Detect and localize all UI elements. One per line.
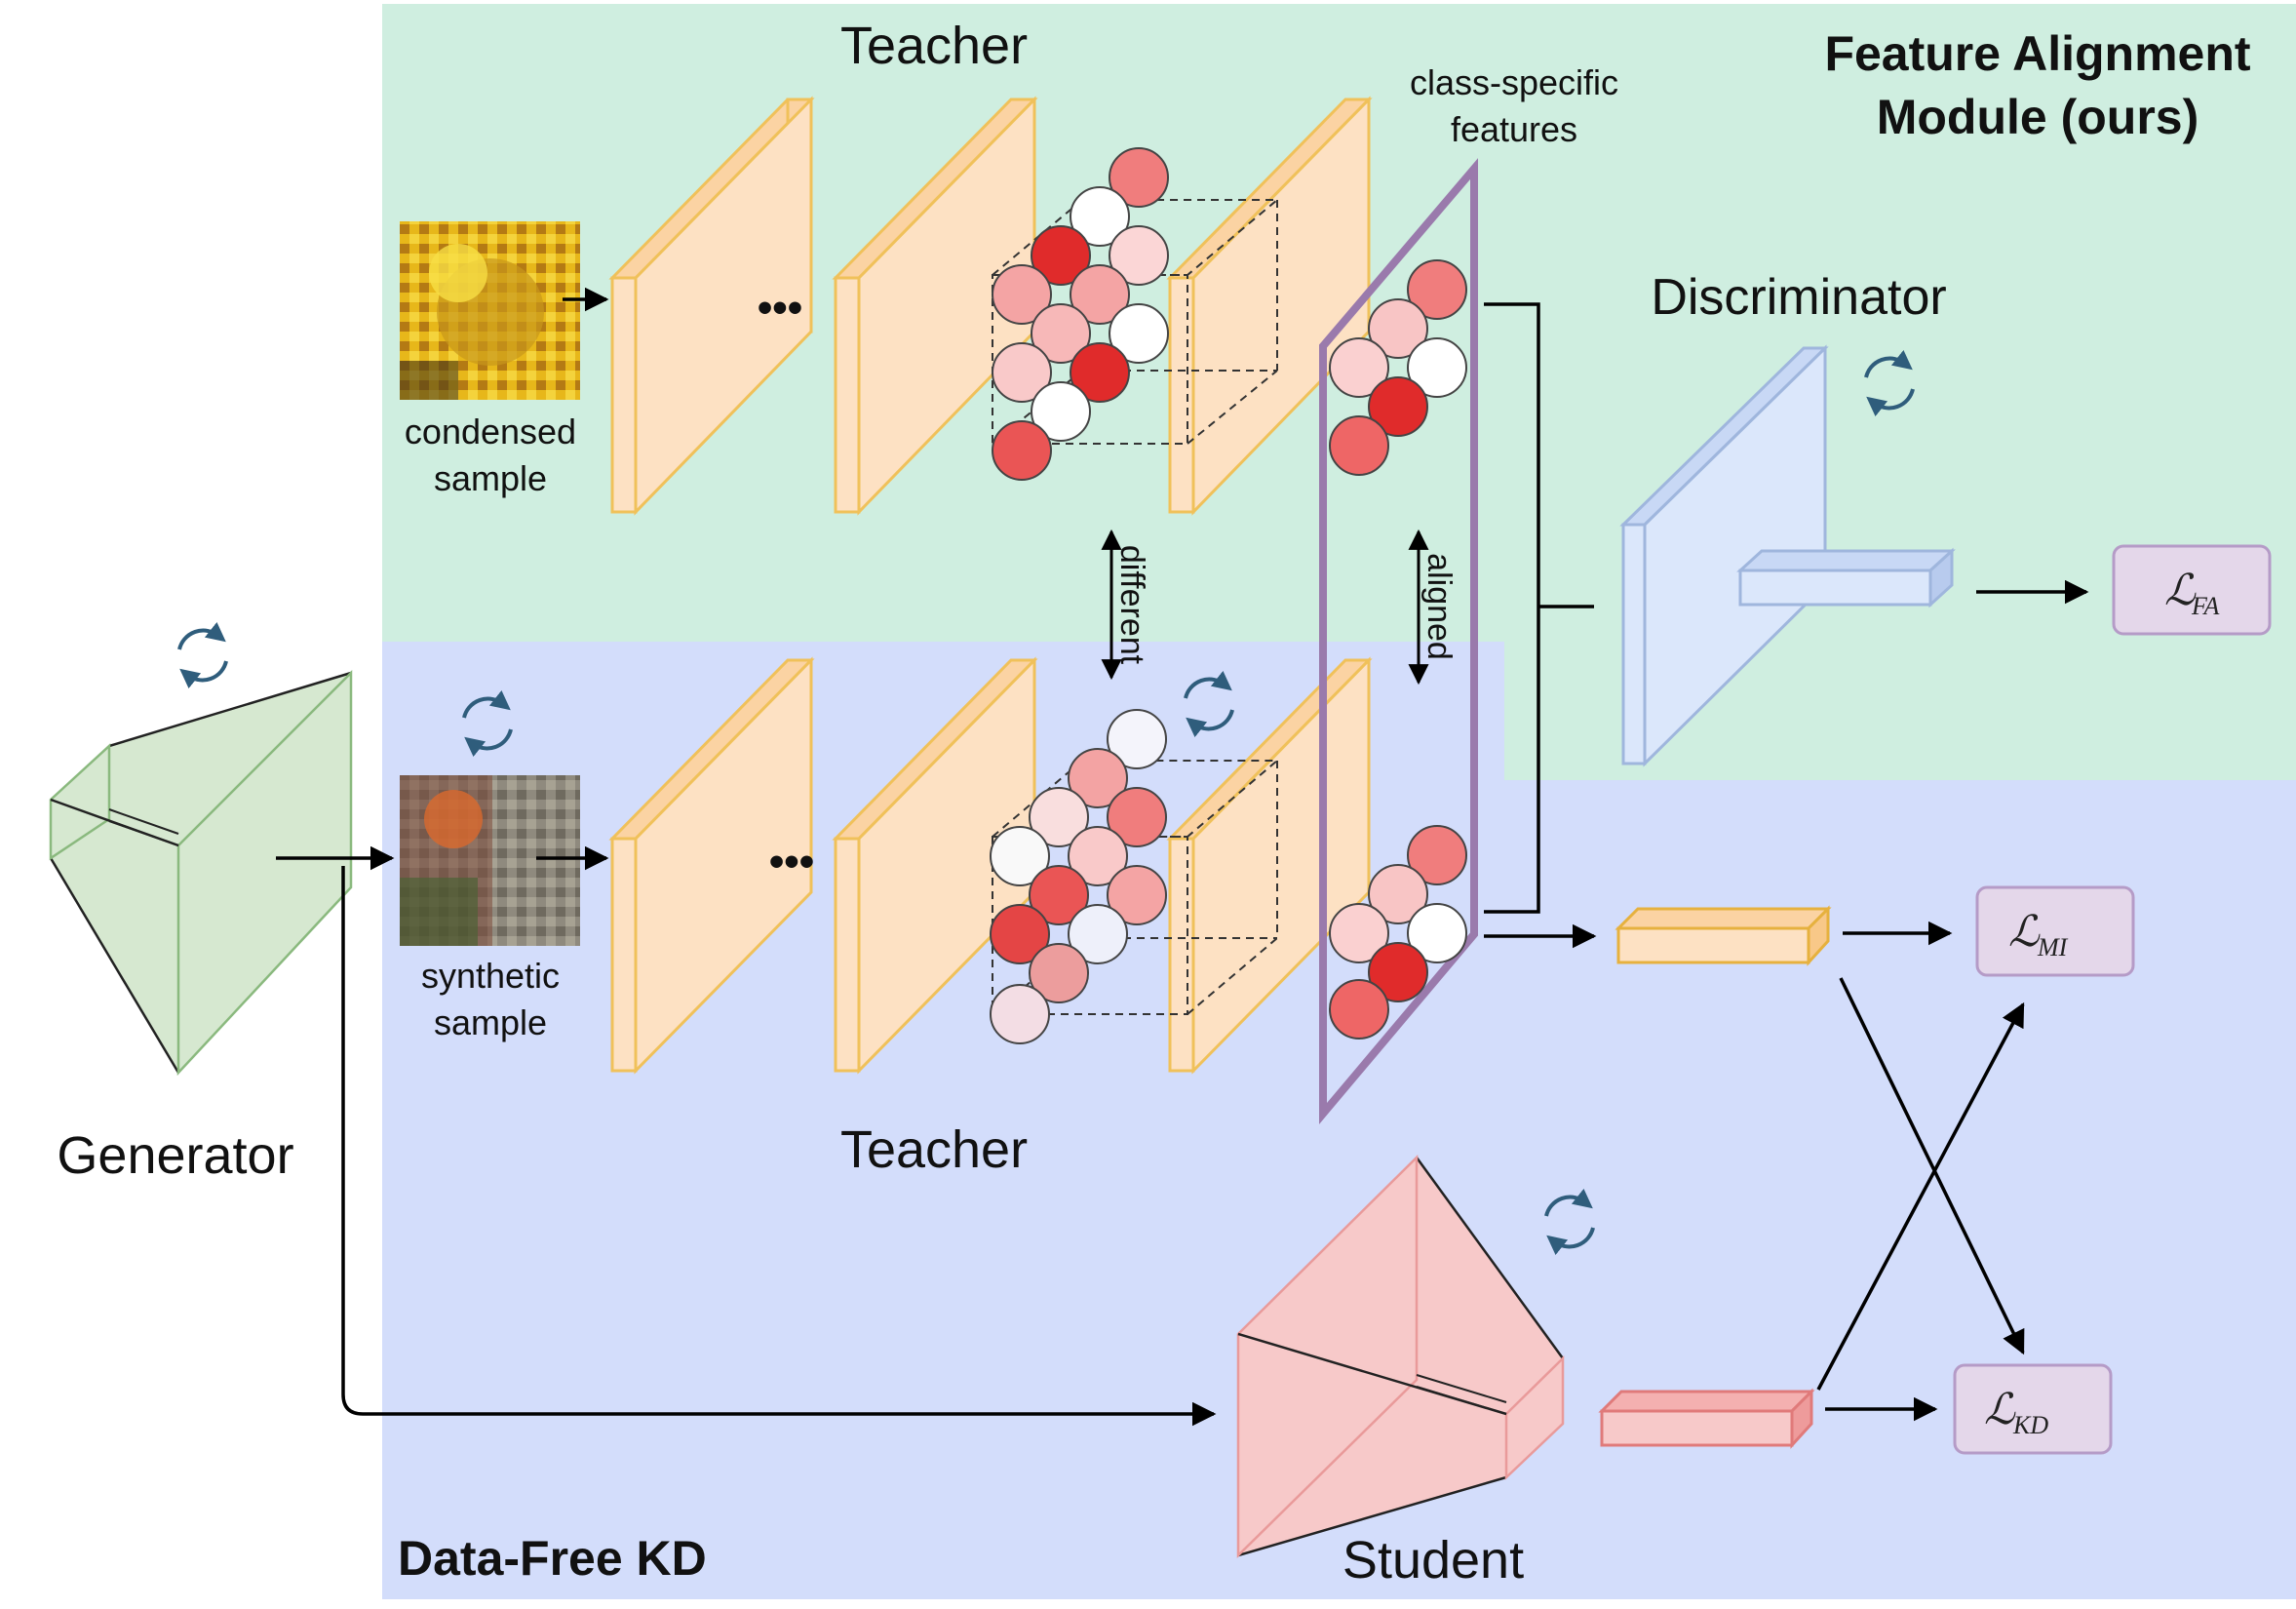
student-output-bar	[1598, 1388, 1815, 1449]
teacher-top-feature-circles	[992, 147, 1169, 481]
class-specific-label-line2: features	[1451, 109, 1577, 149]
loss-kd-box: ℒ KD	[1953, 1363, 2113, 1455]
teacher-bottom-feature-circles	[990, 709, 1167, 1044]
condensed-sample-label-line2: sample	[434, 458, 547, 498]
teacher-bottom-ellipsis: •••	[769, 838, 814, 885]
data-free-kd-title: Data-Free KD	[398, 1531, 707, 1586]
loss-fa-box: ℒ FA	[2112, 544, 2272, 636]
condensed-sample-image	[400, 221, 580, 400]
teacher-top-label: Teacher	[840, 17, 1028, 75]
discriminator-shape	[1619, 344, 1956, 767]
synthetic-sample-label-line2: sample	[434, 1002, 547, 1042]
aligned-label: aligned	[1420, 553, 1458, 660]
discriminator-label: Discriminator	[1651, 269, 1946, 326]
generator-update-icon	[177, 621, 228, 689]
synthetic-sample-label: synthetic	[421, 956, 560, 996]
feature-alignment-title: Feature Alignment	[1824, 26, 2250, 81]
svg-text:ℒ: ℒ	[2164, 567, 2197, 614]
class-specific-label: class-specific	[1410, 62, 1618, 102]
synthetic-sample-image	[400, 775, 580, 946]
synthetic-sample-update-icon	[462, 689, 513, 758]
loss-mi-box: ℒ MI	[1975, 885, 2135, 977]
svg-text:ℒ: ℒ	[1984, 1386, 2016, 1433]
discriminator-update-icon	[1864, 349, 1915, 417]
aligned-top-circles	[1329, 259, 1467, 476]
teacher-bottom-label: Teacher	[840, 1120, 1028, 1179]
teacher-bottom-layers	[608, 656, 1373, 1075]
teacher-bottom-update-icon	[1184, 670, 1234, 738]
generator-label: Generator	[57, 1126, 293, 1185]
student-label: Student	[1343, 1531, 1524, 1589]
aligned-bottom-circles	[1329, 825, 1467, 1040]
teacher-top-ellipsis: •••	[758, 284, 802, 332]
svg-text:FA: FA	[2191, 592, 2220, 620]
teacher-output-bar	[1615, 905, 1832, 966]
different-label: different	[1113, 545, 1150, 665]
generator-shape	[49, 669, 353, 1077]
teacher-top-layers	[608, 96, 1373, 516]
condensed-sample-label: condensed	[405, 412, 576, 451]
svg-text:MI: MI	[2037, 933, 2069, 961]
feature-alignment-subtitle: Module (ours)	[1877, 90, 2199, 144]
student-shape	[1236, 1155, 1565, 1558]
class-specific-feature-plane	[1319, 158, 1478, 1124]
svg-text:KD: KD	[2012, 1411, 2048, 1439]
connector-lines	[276, 287, 2089, 1427]
svg-text:ℒ: ℒ	[2008, 908, 2041, 956]
student-update-icon	[1544, 1188, 1595, 1256]
